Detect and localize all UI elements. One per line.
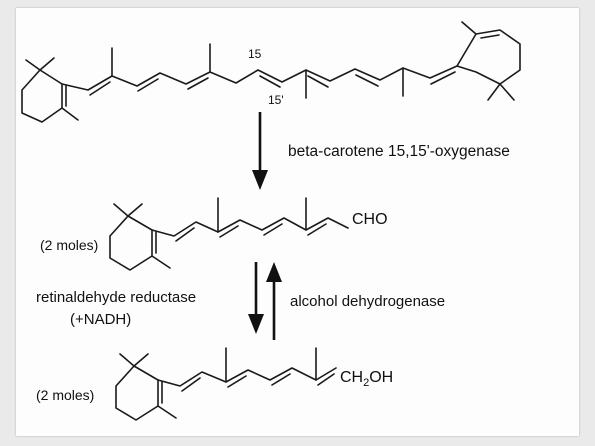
aldehyde-group-label: CHO — [352, 211, 388, 228]
left-gem-methyl-1 — [25, 59, 41, 71]
retinal-gem-methyl-1 — [113, 203, 129, 217]
right-gem-methyl-1 — [487, 83, 501, 101]
reversible-arrows — [248, 262, 282, 340]
right-ring-methyl — [461, 21, 477, 35]
enzyme-label-reductase: retinaldehyde reductase — [36, 289, 196, 306]
moles-label-retinal: (2 moles) — [40, 237, 98, 253]
cleavage-arrow — [252, 112, 268, 190]
right-gem-methyl-2 — [499, 83, 515, 101]
retinal-chain — [151, 217, 349, 237]
retinol-double-2 — [227, 375, 247, 388]
atom-label-15-prime: 15' — [268, 93, 284, 107]
chain-double-4 — [259, 75, 281, 88]
dehydrogenase-arrowhead — [266, 262, 282, 282]
retinal-double-2 — [219, 225, 239, 238]
reductase-arrowhead — [248, 314, 264, 334]
atom-label-15: 15 — [248, 47, 262, 61]
enzyme-label-dehydrogenase: alcohol dehydrogenase — [290, 293, 445, 310]
chain-double-6 — [355, 74, 379, 87]
retinol-gem-methyl-2 — [133, 353, 149, 367]
cofactor-label-nadh: (+NADH) — [70, 311, 131, 328]
retinol-double-3 — [271, 373, 291, 386]
retinal-ring-bonds — [109, 215, 153, 271]
retinol-gem-methyl-1 — [119, 353, 135, 367]
moles-label-retinol: (2 moles) — [36, 387, 94, 403]
cleavage-arrowhead — [252, 170, 268, 190]
retinol-ring-methyl — [157, 405, 177, 419]
enzyme-label-oxygenase: beta-carotene 15,15'-oxygenase — [288, 143, 510, 160]
retinal-double-4 — [307, 223, 327, 236]
retinal-double-1 — [175, 227, 195, 242]
chain-double-3 — [187, 77, 209, 90]
retinal-gem-methyl-2 — [127, 203, 143, 217]
polyene-chain — [61, 65, 458, 91]
alcohol-group-label: CH2OH — [340, 369, 393, 389]
chain-double-1 — [89, 81, 111, 96]
left-gem-methyl-2 — [39, 57, 55, 71]
scanned-figure — [16, 8, 579, 436]
left-ring-bonds — [21, 69, 63, 123]
right-ring-double-bond — [480, 34, 500, 39]
retinol-structure: CH2OH — [115, 347, 393, 421]
retinol-ring-bonds — [115, 365, 159, 421]
retinol-double-4 — [317, 373, 335, 386]
retinal-structure: CHO — [109, 197, 388, 271]
right-ring-bonds — [456, 29, 521, 85]
beta-carotene-structure: 15 15' — [21, 21, 521, 123]
retinal-double-3 — [263, 223, 283, 236]
chain-double-2 — [137, 78, 159, 92]
chain-double-5 — [307, 75, 329, 88]
retinal-ring-methyl — [151, 255, 171, 269]
retinol-double-1 — [181, 377, 201, 392]
retinol-chain — [157, 367, 337, 387]
left-ring-methyl — [61, 107, 79, 121]
chain-double-7 — [430, 71, 456, 85]
